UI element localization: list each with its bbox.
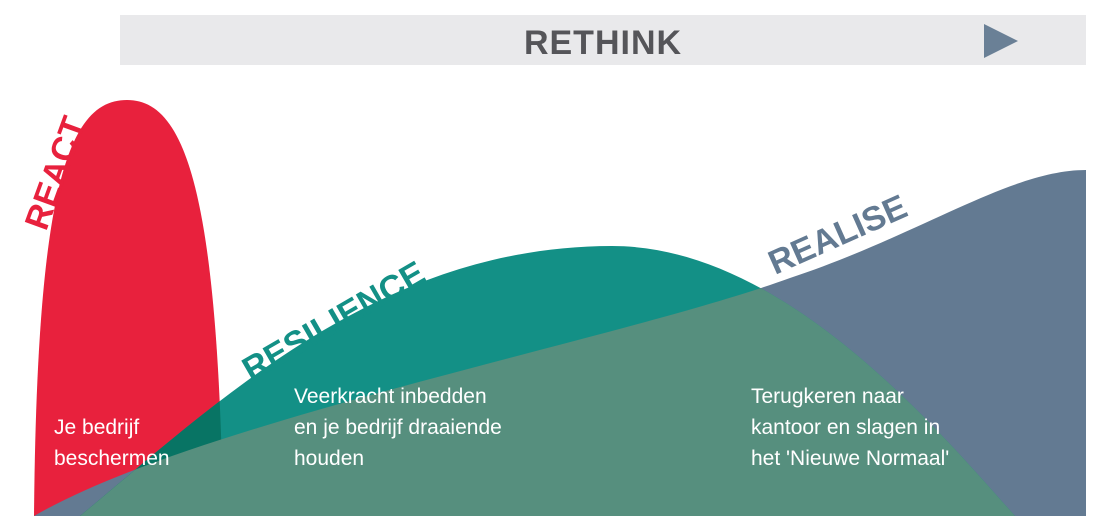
banner-background: [120, 15, 1086, 65]
realise-caption: Terugkeren naar kantoor en slagen in het…: [751, 381, 949, 474]
resilience-caption: Veerkracht inbedden en je bedrijf draaie…: [294, 381, 502, 474]
caption-line: Terugkeren naar: [751, 385, 904, 408]
caption-line: het 'Nieuwe Normaal': [751, 447, 950, 470]
react-caption: Je bedrijf beschermen: [54, 412, 170, 474]
caption-line: en je bedrijf draaiende: [294, 416, 502, 439]
play-arrow-icon: [984, 24, 1018, 58]
react-curve: [34, 100, 223, 516]
banner-title: RETHINK: [523, 24, 683, 62]
resilience-realise-overlap: [80, 246, 1015, 516]
caption-line: beschermen: [54, 447, 170, 470]
caption-line: Je bedrijf: [54, 416, 140, 439]
caption-line: Veerkracht inbedden: [294, 385, 487, 408]
caption-line: kantoor en slagen in: [751, 416, 941, 439]
rethink-banner: RETHINK: [120, 15, 1086, 65]
caption-line: houden: [294, 447, 365, 470]
